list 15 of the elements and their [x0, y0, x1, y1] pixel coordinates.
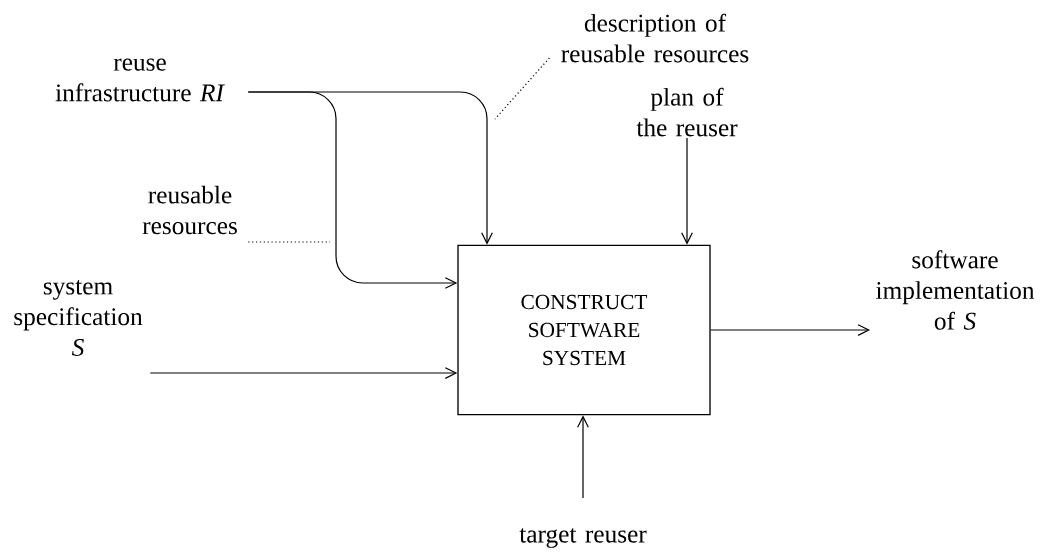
- label-text: plan of the reuser: [636, 87, 738, 137]
- label-text: description of reusable resources: [561, 13, 749, 63]
- arrow: [577, 415, 589, 499]
- label-text: system specification S: [14, 280, 143, 356]
- process-box: CONSTRUCT SOFTWARE SYSTEM: [457, 244, 711, 416]
- leader-line: [494, 57, 550, 120]
- arrow: [710, 324, 871, 336]
- label-text: target reuser: [519, 528, 647, 548]
- arrow: [681, 137, 693, 245]
- arrow: [149, 367, 458, 379]
- leader-line: [247, 241, 331, 243]
- label-text: reuse infrastructure RI: [55, 58, 225, 102]
- arrow: [247, 91, 458, 289]
- label-text: software implementation of S: [876, 250, 1035, 330]
- label-text: reusable resources: [142, 185, 237, 235]
